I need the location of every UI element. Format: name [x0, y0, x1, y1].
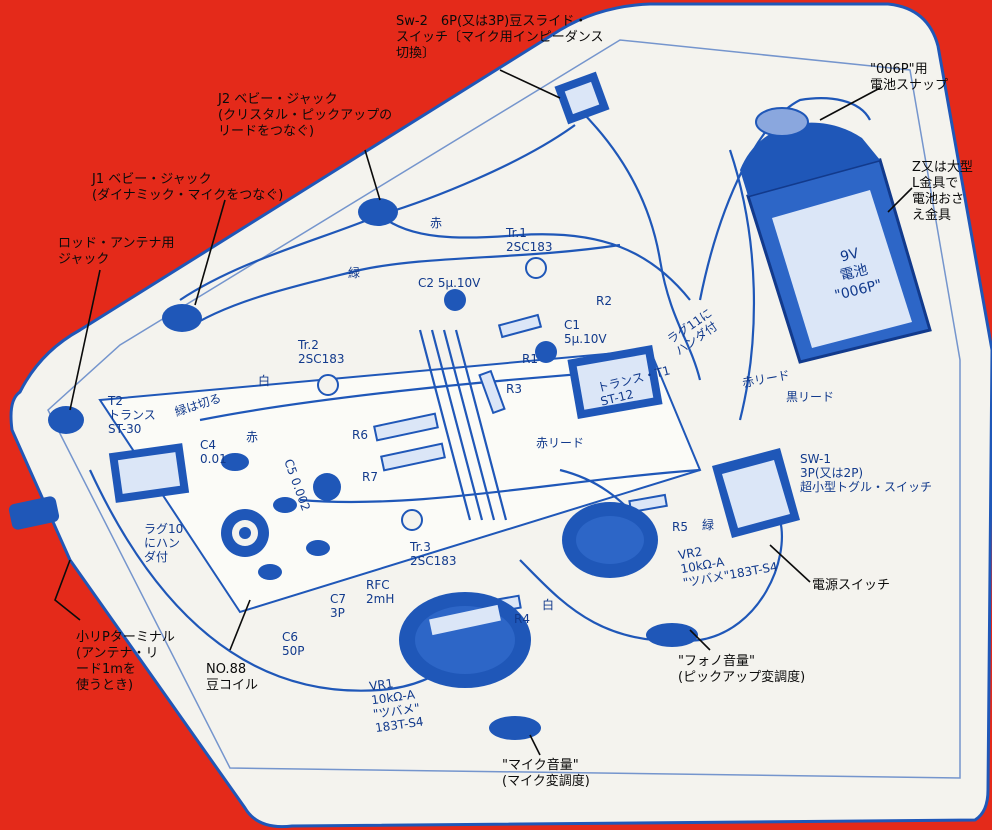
chassis-inner-edge: [47, 39, 961, 779]
c6-label: C6 50P: [282, 630, 305, 658]
callout-terminal: 小リPターミナル (アンテナ・リ ード1mを 使うとき): [76, 630, 175, 693]
wire-label-red-lead: 赤リード: [536, 436, 585, 450]
slide-switch-sw2: [554, 71, 610, 125]
callout-antenna-jack: ロッド・アンテナ用 ジャック: [58, 236, 175, 267]
tr2-label: Tr.2 2SC183: [298, 338, 345, 366]
vr1-pot: [399, 592, 531, 688]
callout-power-switch: 電源スイッチ: [812, 578, 891, 593]
toggle-switch-sw1: [712, 448, 800, 538]
rfc-label: RFC 2mH: [366, 578, 395, 606]
t2-label: T2 トランス ST-30: [108, 394, 156, 436]
sw1-label: SW-1 3P(又は2P) 超小型トグル・スイッチ: [800, 452, 933, 494]
r2-label: R2: [596, 294, 612, 308]
wire-label-lug-10: ラグ10 にハン ダ付: [144, 522, 184, 564]
r4-label: R4: [514, 612, 530, 626]
callout-sw2: Sw-2 6P(又は3P)豆スライド・ スイッチ〔マイク用インピーダンス 切換〕: [396, 14, 604, 61]
r3-label: R3: [506, 382, 522, 396]
callout-j2: J2 ベビー・ジャック (クリスタル・ピックアップの リードをつなぐ): [218, 92, 393, 139]
wire-label-green-2: 緑: [702, 518, 715, 532]
r1-label: R1: [522, 352, 538, 366]
battery-006p: [740, 122, 932, 364]
c4-label: C4 0.01: [200, 438, 227, 466]
callout-mic-volume: "マイク音量" (マイク変調度): [502, 758, 590, 789]
wire-label-red-2: 赤: [246, 430, 259, 444]
r5-label: R5: [672, 520, 688, 534]
wire-label-red: 赤: [430, 216, 443, 230]
tr3-label: Tr.3 2SC183: [410, 540, 457, 568]
pot-shafts: [489, 623, 698, 740]
battery-snap: [755, 107, 809, 137]
callout-j1: J1 ベビー・ジャック (ダイナミック・マイクをつなぐ): [92, 172, 284, 203]
rfc-choke: [313, 473, 341, 501]
wire-label-black-lead: 黒リード: [786, 390, 835, 404]
coil-no88: [221, 509, 269, 557]
transistors: [317, 257, 547, 531]
callout-battery-snap: "006P"用 電池スナップ: [870, 62, 949, 93]
callout-phono-volume: "フォノ音量" (ピックアップ変調度): [678, 654, 806, 685]
c2-label: C2 5μ.10V: [418, 276, 481, 290]
tr1-label: Tr.1 2SC183: [506, 226, 553, 254]
wire-label-green: 緑: [348, 266, 361, 280]
wire-label-white-2: 白: [542, 598, 555, 612]
r6-label: R6: [352, 428, 368, 442]
callout-coil: NO.88 豆コイル: [206, 662, 259, 693]
wire-label-white: 白: [258, 374, 271, 388]
callout-leaders: [54, 69, 913, 756]
vr2-pot: [562, 502, 658, 578]
r7-label: R7: [362, 470, 378, 484]
transformer-t2: [108, 443, 190, 503]
c1-label: C1 5μ.10V: [564, 318, 607, 346]
c7-label: C7 3P: [330, 592, 347, 620]
wiring: [89, 97, 871, 692]
transformer-t1: [567, 344, 663, 420]
vr1-label: VR1 10kΩ-A "ツバメ" 183T-S4: [368, 676, 425, 736]
jacks: [8, 198, 398, 530]
callout-bracket: Z又は大型 L金具で 電池おさ え金具: [912, 160, 973, 223]
capacitors: [221, 289, 557, 580]
